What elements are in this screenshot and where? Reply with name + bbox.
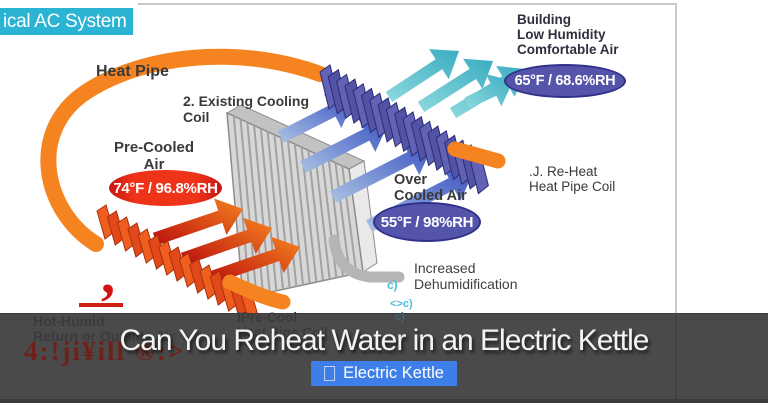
condensate-drain-pipe bbox=[328, 234, 405, 283]
electric-kettle-button[interactable]: Electric Kettle bbox=[311, 361, 457, 386]
red-underline-mark bbox=[79, 303, 123, 307]
heat-pipe-bottom-stub bbox=[222, 274, 291, 310]
precool-coil-label: IPre-Cool Heat Pipe Coil bbox=[237, 310, 328, 340]
supply-temp-oval: 65°F / 68.6%RH bbox=[504, 64, 626, 98]
heat-pipe-label: Heat Pipe bbox=[96, 63, 169, 80]
slide-title-badge: ical AC System bbox=[0, 8, 133, 35]
heat-pipe-exit-stub bbox=[447, 141, 506, 169]
over-cooled-temp-oval: 55°F / 98%RH bbox=[373, 202, 481, 242]
condensate-drip-icon: c) bbox=[395, 311, 405, 323]
missing-glyph-icon bbox=[324, 366, 336, 381]
slide-top-border bbox=[138, 3, 676, 5]
watermark-text: 4:!ji¥ill ®:> bbox=[24, 336, 186, 366]
electric-kettle-button-label: Electric Kettle bbox=[343, 364, 444, 382]
condensate-drip-icon: c) bbox=[387, 278, 398, 292]
slide-right-border-dim bbox=[675, 313, 677, 399]
heat-pipe-loop bbox=[40, 48, 328, 252]
video-caption-title: Can You Reheat Water in an Electric Kett… bbox=[119, 324, 650, 357]
reheat-coil-label: .J. Re-Heat Heat Pipe Coil bbox=[529, 164, 616, 195]
slide-right-border bbox=[675, 3, 677, 313]
frame-bottom-edge bbox=[0, 399, 768, 403]
hot-humid-return-label: Hot-Humid Return or Outside Air bbox=[33, 313, 175, 345]
existing-cooling-coil-label: 2. Existing Cooling Coil bbox=[183, 93, 310, 125]
increased-dehumidification-label: Increased Dehumidification bbox=[414, 260, 518, 292]
pre-cooled-temp-oval: 74°F / 96.8%RH bbox=[109, 170, 222, 206]
pre-cooled-air-label: Pre-Cooled Air bbox=[113, 139, 194, 173]
warm-air-arrows bbox=[152, 198, 300, 285]
building-air-label: Building Low Humidity Comfortable Air bbox=[517, 12, 619, 58]
condensate-drip-icon: <>c) bbox=[390, 298, 413, 310]
precool-heat-pipe-coil-fins bbox=[96, 204, 259, 324]
red-comma-mark: , bbox=[101, 244, 115, 306]
caption-overlay-bar bbox=[0, 313, 768, 403]
over-cooled-air-label: Over Cooled Air bbox=[394, 172, 467, 205]
